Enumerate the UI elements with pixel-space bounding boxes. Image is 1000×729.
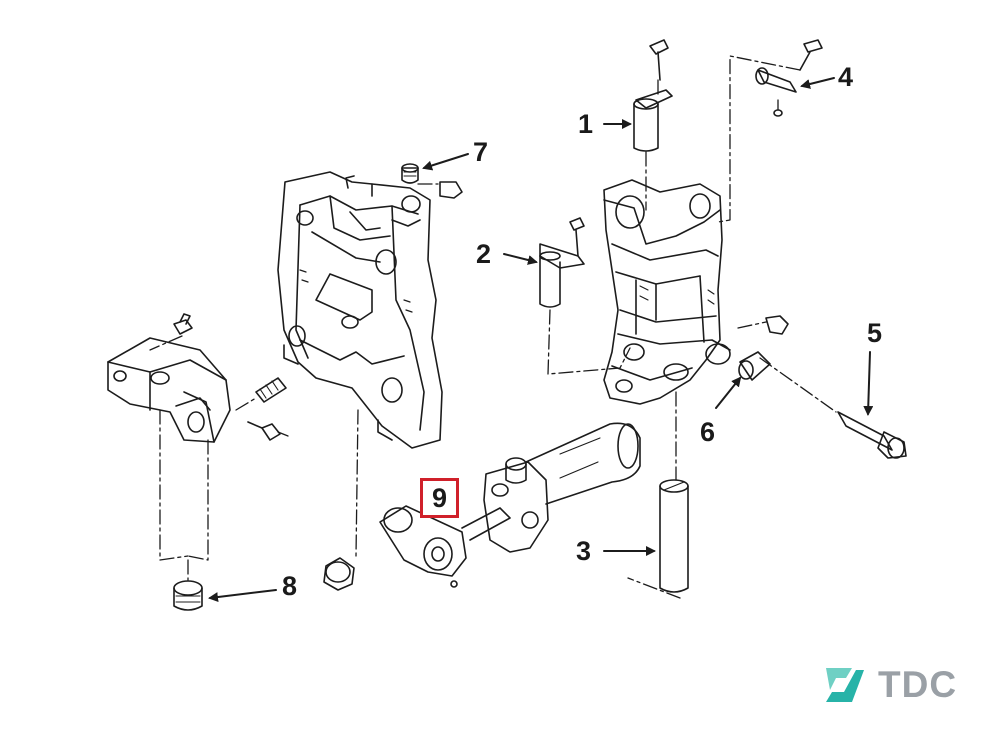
seal-ring [323, 557, 355, 591]
callout-8: 8 [282, 571, 298, 601]
leader-4 [800, 77, 835, 89]
leader-6 [715, 376, 742, 409]
callout-9-highlighted: 9 [420, 478, 460, 518]
callout-7: 7 [473, 137, 489, 167]
leader-8 [208, 589, 277, 603]
pin-3 [659, 479, 689, 593]
bolt-5 [837, 411, 907, 459]
leader-arrows [208, 77, 874, 603]
leader-7 [422, 153, 469, 171]
pin-4 [755, 39, 823, 117]
callout-2: 2 [476, 239, 492, 269]
construction-lines [149, 55, 837, 599]
cap-screw-7 [401, 163, 463, 199]
hydraulic-cylinder-9 [379, 422, 641, 588]
left-frame-bracket [255, 171, 443, 449]
bushing-6 [738, 351, 771, 381]
callout-5: 5 [867, 318, 883, 348]
leader-2 [503, 253, 538, 265]
right-hinge-bracket [603, 179, 789, 405]
mounting-bracket [107, 313, 281, 443]
leader-5 [863, 351, 874, 416]
grommet-8 [173, 580, 203, 611]
pin-1 [633, 39, 673, 152]
callout-6: 6 [700, 417, 716, 447]
callout-4: 4 [838, 62, 854, 92]
tdc-logo: TDC [822, 662, 982, 708]
pin-2 [539, 217, 585, 308]
logo-text: TDC [878, 664, 958, 705]
callout-1: 1 [578, 109, 594, 139]
tdc-logo-icon [826, 668, 864, 702]
callout-3: 3 [576, 536, 592, 566]
